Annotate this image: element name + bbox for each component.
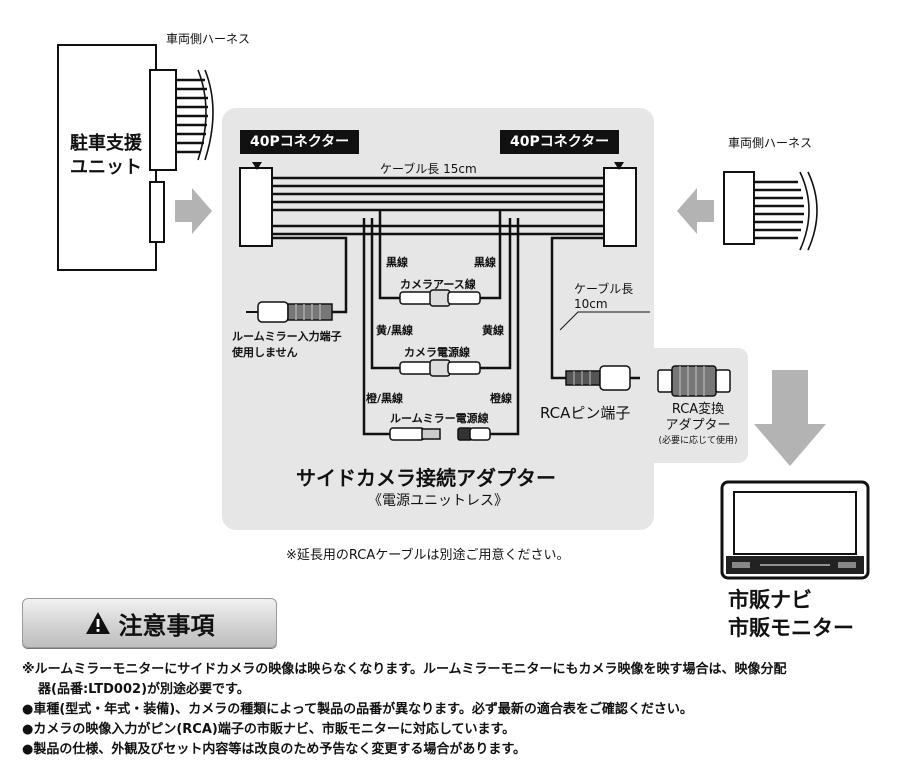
yellow-wire-label: 黄線: [482, 324, 504, 337]
caution-title: 注意事項: [118, 611, 215, 640]
navi-label-line2: 市販モニター: [728, 616, 854, 640]
rca-adapter-label-line2: アダプター: [665, 418, 731, 433]
product-subtitle: 《電源ユニットレス》: [368, 493, 508, 509]
rca-cable-note: ※延長用のRCAケーブルは別途ご用意ください。: [286, 548, 570, 563]
navi-label-line1: 市販ナビ: [728, 588, 812, 612]
black-wire-left-label: 黒線: [386, 256, 408, 269]
right-harness-wires: [754, 180, 804, 240]
camera-power-wire-label: カメラ電源線: [404, 346, 470, 359]
vehicle-harness-right-label: 車両側ハーネス: [728, 136, 813, 150]
camera-power-splice: [399, 359, 481, 377]
room-mirror-power-plugs: [389, 427, 491, 441]
rca-pin-label: RCAピン端子: [540, 404, 631, 422]
note-item: ●製品の仕様、外観及びセット内容等は改良のため予告なく変更する場合があります。: [22, 742, 527, 757]
navi-label: 市販ナビ 市販モニター: [728, 586, 854, 642]
right-40p-connector: [603, 167, 637, 247]
camera-ground-wire-label: カメラアース線: [400, 278, 476, 291]
left-gray-arrow: [175, 188, 212, 234]
cable-length-10-line1: ケーブル長: [574, 282, 634, 296]
caution-notes: ※ルームミラーモニターにサイドカメラの映像は映らなくなります。ルームミラーモニタ…: [22, 660, 882, 760]
parking-unit-label: 駐車支援 ユニット: [58, 132, 154, 180]
black-wire-right-label: 黒線: [474, 256, 496, 269]
right-harness-connector: [723, 171, 755, 245]
camera-ground-splice: [399, 289, 481, 307]
left-40p-connector: [239, 167, 273, 247]
navi-monitor: [720, 480, 870, 580]
branch-wires: [272, 210, 604, 436]
orange-wire-label: 橙線: [490, 392, 512, 405]
warning-icon: [85, 612, 110, 634]
vehicle-harness-left-label: 車両側ハーネス: [166, 32, 251, 46]
main-cable: [272, 176, 604, 236]
adapter-panel: [222, 108, 654, 530]
rca-adapter-label-line1: RCA変換: [671, 402, 725, 417]
left-harness-cut: [197, 69, 214, 161]
right-harness-cut: [799, 171, 818, 251]
note-item: ※ルームミラーモニターにサイドカメラの映像は映らなくなります。ルームミラーモニタ…: [22, 662, 787, 677]
right-gray-arrow: [677, 188, 714, 234]
rca-adapter-note: (必要に応じて使用): [658, 436, 738, 446]
rca-adapter: [657, 365, 731, 397]
rca-adapter-label: RCA変換 アダプター (必要に応じて使用): [650, 402, 746, 448]
room-mirror-power-wire-label: ルームミラー電源線: [390, 412, 489, 425]
note-item: ●カメラの映像入力がピン(RCA)端子の市販ナビ、市販モニターに対応しています。: [22, 722, 516, 737]
cable-length-10-label: ケーブル長 10cm: [574, 282, 633, 312]
cable-length-15-label: ケーブル長 15cm: [380, 162, 477, 176]
parking-unit-label-line1: 駐車支援: [70, 133, 142, 154]
room-mirror-input-label: ルームミラー入力端子 使用しません: [232, 328, 342, 360]
left-harness-wires: [176, 78, 208, 154]
note-item: ●車種(型式・年式・装備)、カメラの種類によって製品の品番が異なります。必ず最新…: [22, 702, 693, 717]
parking-unit-label-line2: ユニット: [70, 157, 142, 178]
parking-unit-box: [57, 44, 157, 271]
room-mirror-input-label-line2: 使用しません: [232, 346, 298, 359]
down-gray-arrow: [754, 370, 826, 466]
rca-pin-plug: [565, 365, 640, 391]
cable-length-10-line2: 10cm: [574, 297, 608, 311]
parking-unit-connector: [149, 69, 177, 171]
parking-unit-port: [149, 181, 165, 243]
caution-banner: 注意事項: [22, 598, 277, 648]
room-mirror-input-label-line1: ルームミラー入力端子: [232, 330, 342, 343]
product-title: サイドカメラ接続アダプター: [296, 466, 556, 490]
connector-left-tag: 40Pコネクター: [240, 130, 360, 154]
room-mirror-rca-plug: [246, 301, 333, 323]
note-item: 器(品番:LTD002)が別途必要です。: [38, 682, 250, 697]
orange-black-wire-label: 橙/黒線: [366, 392, 404, 405]
yellow-black-wire-label: 黄/黒線: [376, 324, 414, 337]
connector-right-tag: 40Pコネクター: [500, 130, 620, 154]
